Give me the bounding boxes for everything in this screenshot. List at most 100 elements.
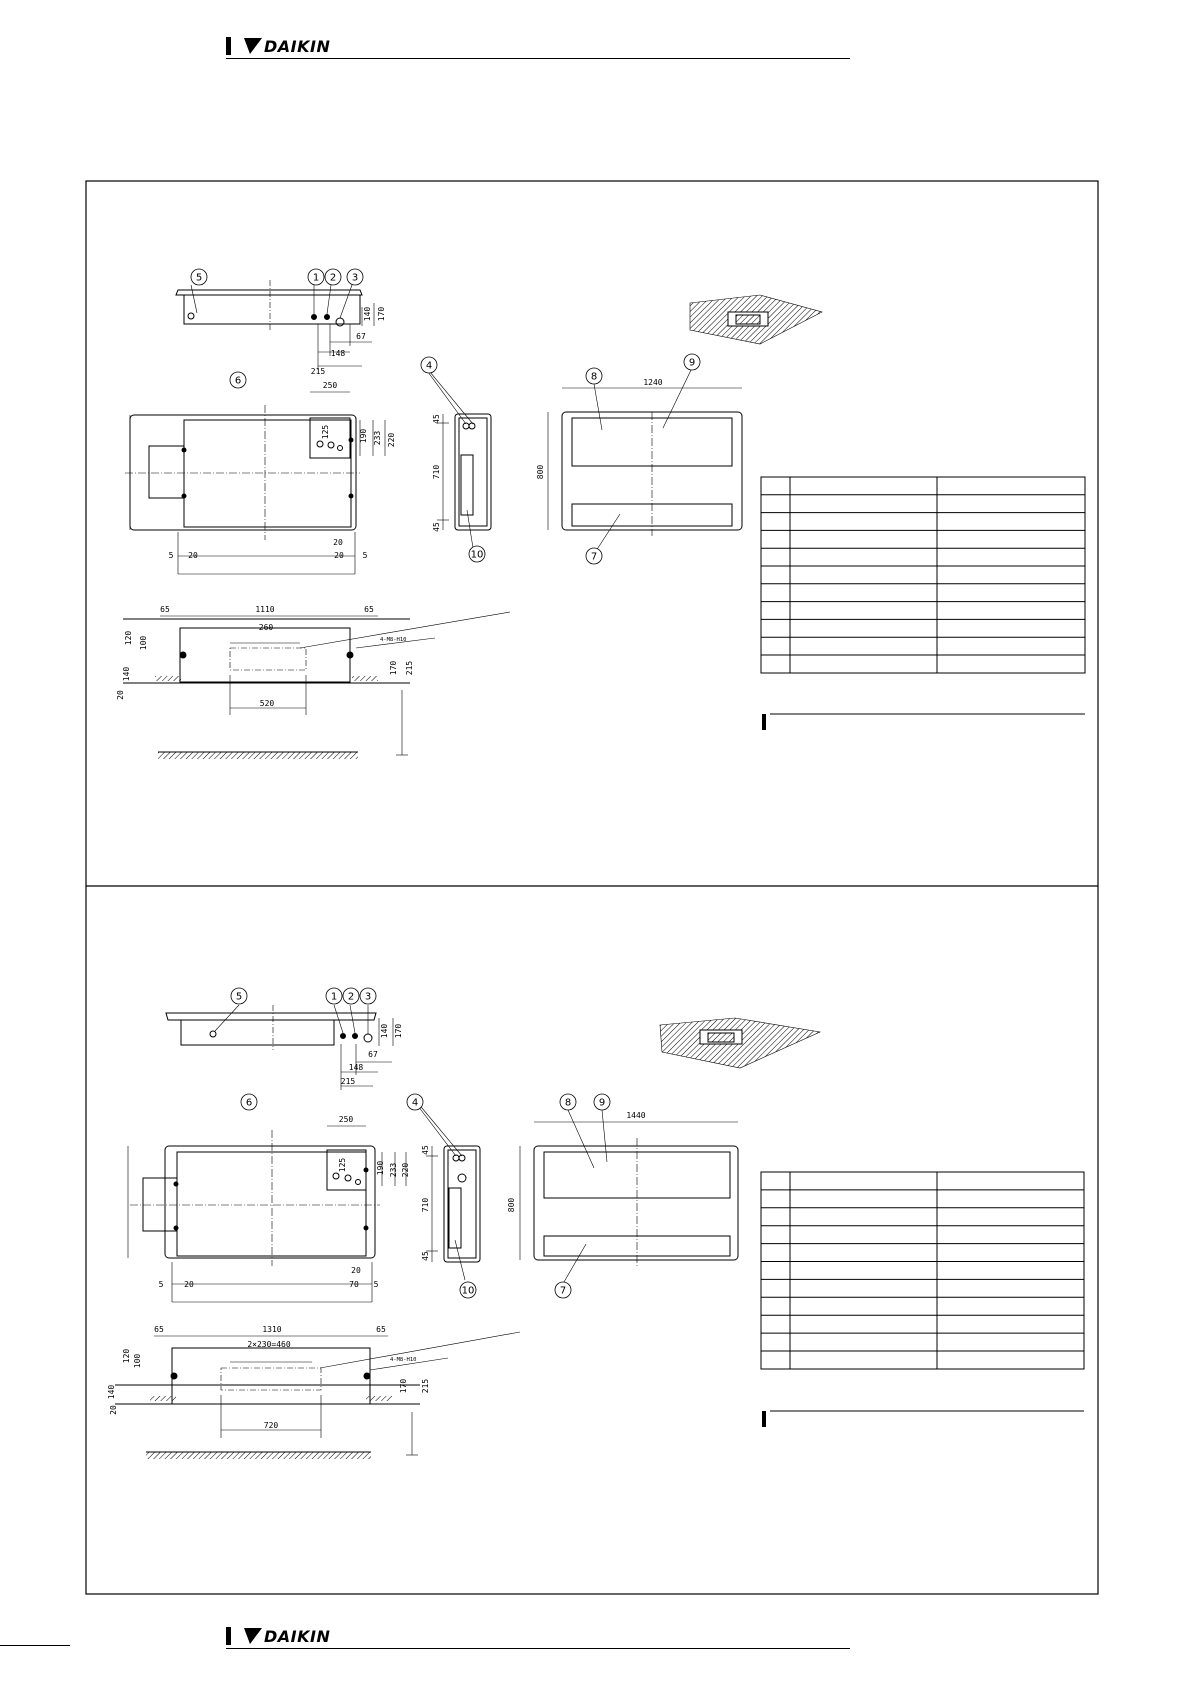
d2-callout-1: 1 [325,987,343,1005]
d2-callout-10: 10 [459,1281,477,1299]
d1-callout-3: 3 [346,268,364,286]
d1-bolt-note: 4-M8-H10 [380,637,407,643]
d1-callout-2: 2 [324,268,342,286]
d2-bolt-note: 4-M8-H10 [390,1357,417,1363]
d1-callout-1: 1 [307,268,325,286]
d1-top-dim: 170 [377,307,386,322]
d1-callout-9: 9 [683,353,701,371]
d1-callout-4: 4 [420,356,438,374]
d2-callout-10-label: 10 [462,1286,475,1297]
unit-view-1 [547,294,823,555]
d2-callout-8-label: 8 [565,1098,571,1109]
page-header: DAIKIN [226,34,850,59]
d2-callout-5-label: 5 [236,992,242,1003]
d2-callout-2-label: 2 [348,992,354,1003]
d2-callout-8: 8 [559,1093,577,1111]
d2-bottom-dim: 65 [154,1325,164,1334]
d2-bottom-dim: 20 [109,1405,118,1415]
d1-bottom-dim: 1110 [255,605,274,614]
d2-bottom-dim: 65 [376,1325,386,1334]
d1-front-dim: 220 [387,433,396,448]
d1-top-dim: 67 [356,332,366,341]
d2-front-dim: 20 [184,1280,194,1289]
side-view-1 [427,371,492,549]
d2-callout-7-label: 7 [560,1286,566,1297]
d2-bottom-dim: 720 [264,1421,279,1430]
d2-side-dim: 45 [421,1251,430,1261]
d2-unit-dim: 1440 [626,1111,645,1120]
header-brand-text: DAIKIN [264,36,331,56]
d1-bottom-dim: 140 [122,667,131,682]
d2-callout-9: 9 [593,1093,611,1111]
d2-callout-2: 2 [342,987,360,1005]
d2-front-dim: 233 [389,1163,398,1178]
d2-top-dim: 148 [349,1063,364,1072]
d1-side-dim: 45 [432,414,441,424]
d2-front-dim: 250 [339,1115,354,1124]
d2-top-dim: 215 [341,1077,356,1086]
d1-front-dim: 125 [321,425,330,440]
bottom-view-1 [123,611,511,759]
d1-callout-4-label: 4 [426,361,432,372]
d1-front-dim: 5 [169,551,174,560]
d1-callout-3-label: 3 [352,273,358,284]
d1-callout-5: 5 [190,268,208,286]
d1-callout-5-label: 5 [196,273,202,284]
d1-bottom-dim: 120 [124,631,133,646]
bottom-view-2 [115,1331,521,1459]
d2-callout-4: 4 [406,1093,424,1111]
d2-unit-dim: 800 [507,1198,516,1213]
d1-front-dim: 190 [359,429,368,444]
d2-top-dim: 67 [368,1050,378,1059]
daikin-logo-footer: DAIKIN [244,1625,330,1647]
d2-callout-6-label: 6 [246,1098,252,1109]
unit-view-2 [519,1017,822,1283]
d2-bottom-dim: 1310 [262,1325,281,1334]
footer-bar-mark [226,1627,231,1645]
daikin-logo-icon [244,1628,262,1644]
drawing-2 [115,1004,1085,1459]
sheet-frame [85,180,1099,1595]
front-view-2 [127,1125,407,1303]
d1-side-dim: 710 [432,465,441,480]
d2-bottom-dim: 2×230=460 [247,1340,291,1349]
d2-callout-1-label: 1 [331,992,337,1003]
d1-bottom-dim: 65 [160,605,170,614]
d1-callout-7-label: 7 [591,552,597,563]
d2-callout-3: 3 [359,987,377,1005]
top-view-2 [165,1004,394,1090]
d1-top-dim: 140 [363,307,372,322]
d1-bottom-dim: 170 [389,661,398,676]
d2-side-dim: 710 [421,1198,430,1213]
d2-front-dim: 220 [401,1163,410,1178]
d2-callout-6: 6 [240,1093,258,1111]
d2-front-dim: 190 [376,1161,385,1176]
d2-bottom-dim: 170 [399,1379,408,1394]
parts-table-1 [760,476,1086,730]
d1-callout-8: 8 [585,367,603,385]
d1-side-dim: 45 [432,522,441,532]
d2-front-dim: 5 [374,1280,379,1289]
d2-callout-9-label: 9 [599,1098,605,1109]
d1-unit-dim: 1240 [643,378,662,387]
d1-callout-9-label: 9 [689,358,695,369]
d1-front-dim: 5 [363,551,368,560]
page-footer: DAIKIN [226,1624,850,1649]
d1-unit-dim: 800 [536,465,545,480]
d1-callout-10: 10 [468,545,486,563]
d1-bottom-dim: 520 [260,699,275,708]
d1-callout-8-label: 8 [591,372,597,383]
footer-left-rule [0,1645,70,1646]
d1-callout-6: 6 [229,371,247,389]
d2-front-dim: 125 [338,1158,347,1173]
d2-bottom-dim: 140 [107,1385,116,1400]
d1-callout-2-label: 2 [330,273,336,284]
d2-top-dim: 140 [380,1024,389,1039]
d2-front-dim: 20 [351,1266,361,1275]
d2-callout-3-label: 3 [365,992,371,1003]
d1-top-dim: 148 [331,349,346,358]
drawing-1 [123,280,1086,759]
d2-callout-4-label: 4 [412,1098,418,1109]
d1-callout-7: 7 [585,547,603,565]
